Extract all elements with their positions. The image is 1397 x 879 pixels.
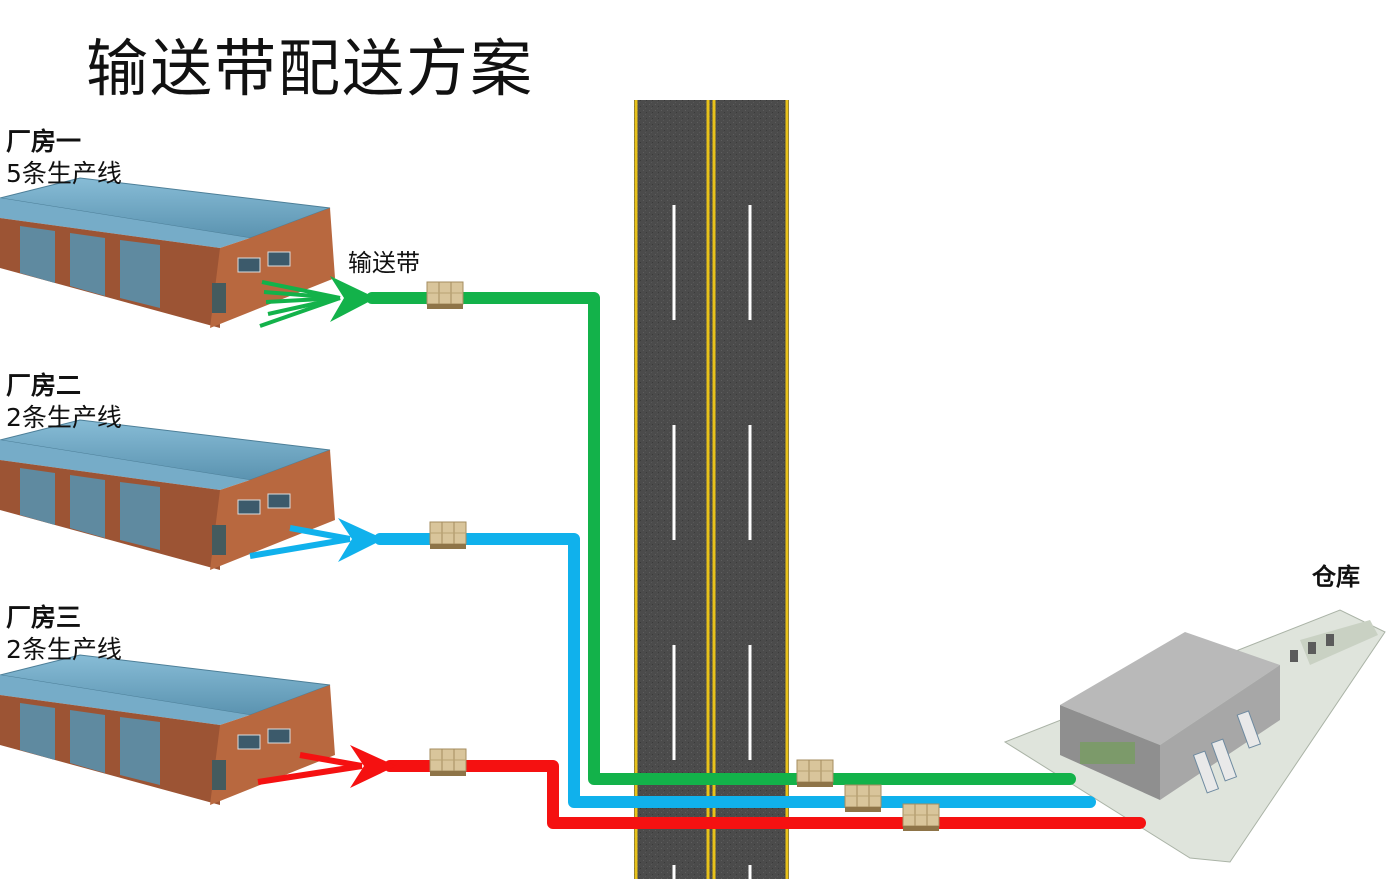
factory-one-output-arrows	[259, 276, 376, 328]
pallet-box-icon	[426, 281, 464, 310]
factory-three-lines: 2条生产线	[6, 635, 122, 664]
pallet-box-icon	[902, 803, 940, 832]
conveyor-factory-three	[384, 760, 1146, 829]
warehouse-label: 仓库	[1312, 563, 1360, 591]
pallet-box-icon	[844, 784, 882, 813]
factory-three-output-arrows	[257, 745, 396, 788]
warehouse-building-icon	[1003, 609, 1386, 863]
conveyor-factory-two	[374, 533, 1096, 808]
factory-two-output-arrows	[249, 518, 384, 562]
pallet-box-icon	[796, 759, 834, 788]
factory-three-building-icon	[0, 654, 336, 806]
factory-one-building-icon	[0, 177, 336, 329]
road	[634, 100, 789, 879]
factory-three-name: 厂房三	[6, 603, 82, 632]
pallet-box-icon	[429, 748, 467, 777]
factory-two-lines: 2条生产线	[6, 403, 122, 432]
conveyor-label: 输送带	[348, 249, 420, 277]
factory-one-lines: 5条生产线	[6, 159, 122, 188]
factory-two-name: 厂房二	[6, 371, 82, 400]
factory-one-name: 厂房一	[6, 127, 82, 156]
pallet-box-icon	[429, 521, 467, 550]
page-title: 输送带配送方案	[86, 32, 535, 105]
